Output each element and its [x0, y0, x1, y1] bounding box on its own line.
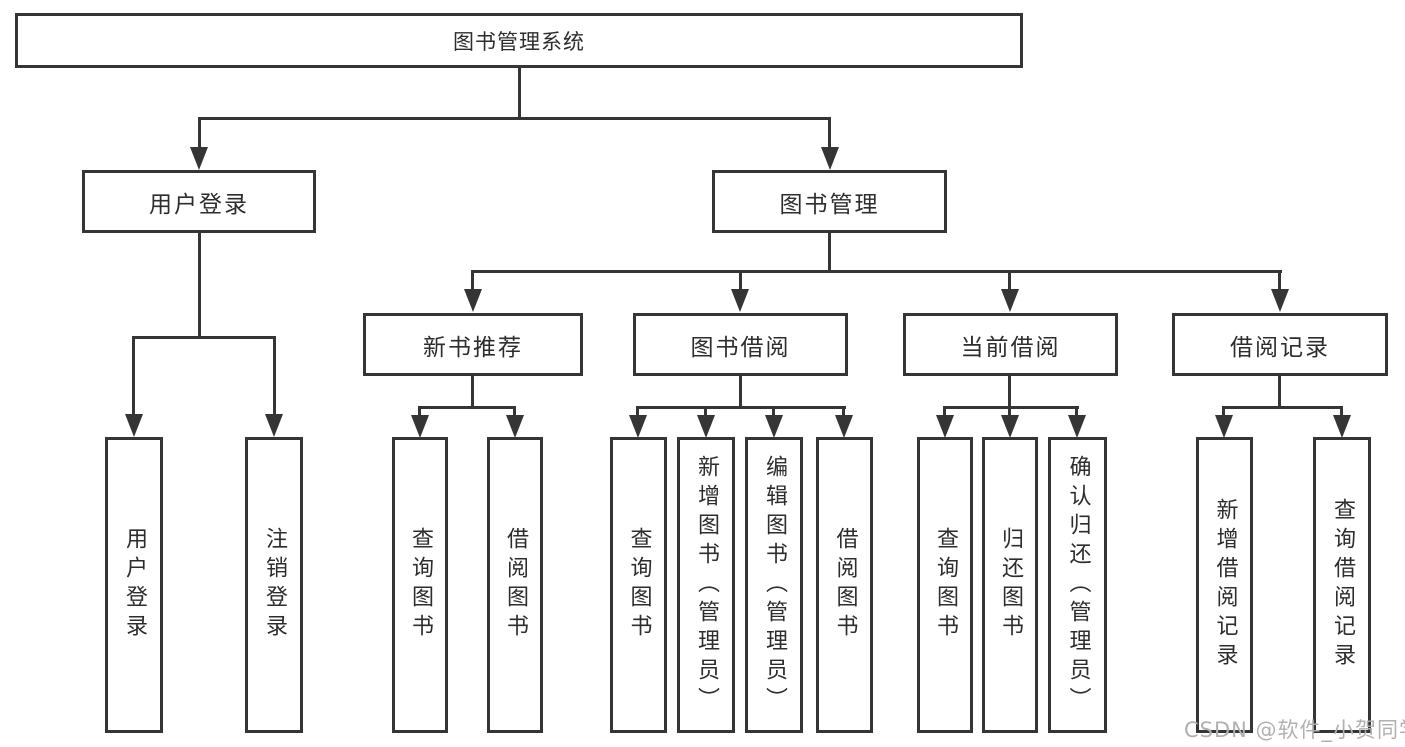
node-book-management: 图书管理 — [712, 170, 947, 233]
connector-drop-add-record — [1222, 406, 1225, 416]
connector-drop-leaf-user-login — [132, 336, 135, 415]
connector-drop-book-borrow — [739, 270, 742, 290]
arrow-to-borrow-books-1 — [506, 415, 524, 438]
arrow-to-query-books-1 — [411, 415, 429, 438]
node-current-borrow: 当前借阅 — [903, 313, 1118, 376]
connector-drop-add-book — [704, 406, 707, 416]
connector-book-borrow-bar — [637, 406, 846, 409]
leaf-user-login: 用户登录 — [105, 437, 163, 733]
arrow-to-return-books — [1001, 415, 1019, 438]
connector-book-management-bar — [472, 270, 1282, 273]
arrow-to-leaf-user-login — [125, 414, 143, 437]
node-borrow-records: 借阅记录 — [1172, 313, 1388, 376]
connector-drop-borrow-books-1 — [513, 406, 516, 416]
leaf-add-borrow-record: 新增借阅记录 — [1196, 437, 1253, 733]
arrow-to-borrow-books-2 — [835, 415, 853, 438]
connector-drop-current-borrow — [1008, 270, 1011, 290]
leaf-return-books: 归还图书 — [982, 437, 1038, 733]
connector-drop-leaf-logout — [273, 336, 276, 415]
connector-drop-query-books-1 — [418, 406, 421, 416]
arrow-to-borrow-record — [1271, 289, 1289, 312]
connector-user-login-riser — [198, 233, 201, 336]
leaf-add-book-admin: 新增图书（管理员） — [677, 437, 735, 733]
leaf-query-borrow-record: 查询借阅记录 — [1313, 437, 1371, 733]
connector-borrow-records-riser — [1278, 376, 1281, 406]
connector-book-borrow-riser — [739, 376, 742, 406]
arrow-to-user-login — [190, 147, 208, 170]
arrow-to-new-book — [464, 289, 482, 312]
leaf-logout: 注销登录 — [245, 437, 303, 733]
connector-new-book-bar — [418, 406, 516, 409]
connector-drop-borrow-record — [1278, 270, 1281, 290]
connector-drop-book-management — [828, 117, 831, 150]
arrow-to-book-management — [821, 147, 839, 170]
arrow-to-edit-book — [765, 415, 783, 438]
connector-drop-query-books-2 — [636, 406, 639, 416]
connector-book-management-riser — [828, 233, 831, 270]
connector-drop-borrow-books-2 — [842, 406, 845, 416]
leaf-query-books-2: 查询图书 — [610, 437, 667, 733]
node-user-login: 用户登录 — [82, 170, 316, 233]
watermark: CSDN @软件_小贺同学 — [1184, 718, 1405, 742]
leaf-query-books-1: 查询图书 — [392, 437, 448, 733]
connector-drop-user-login — [198, 117, 201, 150]
leaf-borrow-books-2: 借阅图书 — [816, 437, 873, 733]
leaf-borrow-books-1: 借阅图书 — [487, 437, 543, 733]
connector-current-borrow-bar — [944, 406, 1079, 409]
node-library-system: 图书管理系统 — [15, 13, 1023, 68]
connector-drop-confirm-return — [1075, 406, 1078, 416]
leaf-query-books-3: 查询图书 — [917, 437, 973, 733]
leaf-confirm-return-admin: 确认归还（管理员） — [1048, 437, 1107, 733]
arrow-to-query-books-2 — [629, 415, 647, 438]
arrow-to-query-books-3 — [936, 415, 954, 438]
connector-drop-new-book — [471, 270, 474, 290]
leaf-edit-book-admin: 编辑图书（管理员） — [745, 437, 803, 733]
connector-drop-query-record — [1340, 406, 1343, 416]
arrow-to-confirm-return — [1068, 415, 1086, 438]
node-book-borrow: 图书借阅 — [633, 313, 848, 376]
connector-borrow-records-bar — [1223, 406, 1343, 409]
arrow-to-leaf-logout — [265, 414, 283, 437]
connector-drop-return-books — [1008, 406, 1011, 416]
arrow-to-book-borrow — [731, 289, 749, 312]
connector-user-login-bar — [133, 336, 276, 339]
connector-new-book-riser — [471, 376, 474, 406]
connector-root-bar — [198, 117, 831, 120]
arrow-to-add-record — [1215, 415, 1233, 438]
connector-current-borrow-riser — [1008, 376, 1011, 406]
connector-root-riser — [518, 68, 521, 117]
arrow-to-query-record — [1333, 415, 1351, 438]
arrow-to-add-book — [697, 415, 715, 438]
connector-drop-query-books-3 — [943, 406, 946, 416]
arrow-to-current-borrow — [1001, 289, 1019, 312]
node-new-book-recommend: 新书推荐 — [363, 313, 583, 376]
connector-drop-edit-book — [772, 406, 775, 416]
